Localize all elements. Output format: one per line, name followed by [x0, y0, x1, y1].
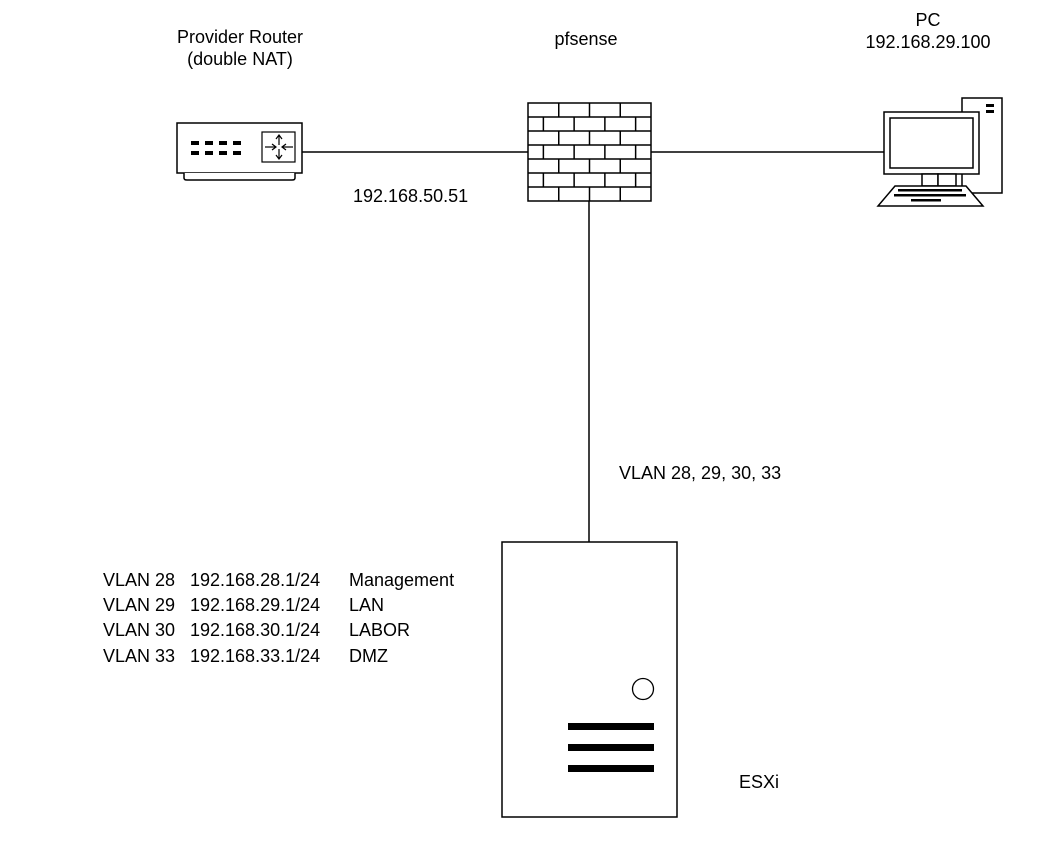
vlan-subnet: 192.168.33.1/24: [190, 646, 321, 666]
router-label-line1: Provider Router: [176, 27, 304, 47]
vlan-name: LABOR: [349, 620, 411, 640]
vlan-id: VLAN 29: [103, 595, 176, 615]
pc-ip-label: 192.168.29.100: [865, 32, 991, 52]
pc-label: PC 192.168.29.100: [848, 9, 1008, 53]
vlan-subnet: 192.168.28.1/24: [190, 570, 321, 590]
vlan-name: DMZ: [349, 646, 388, 666]
vlan-subnet: 192.168.30.1/24: [190, 620, 321, 640]
router-label-line2: (double NAT): [187, 49, 293, 69]
router-icon: [176, 122, 303, 181]
server-label: ESXi: [739, 772, 780, 792]
server-icon: [501, 541, 678, 818]
wan-ip-label: 192.168.50.51: [353, 186, 469, 206]
router-label: Provider Router (double NAT): [160, 26, 320, 70]
power-button-icon: [631, 677, 655, 701]
vlan-name: Management: [349, 570, 455, 590]
pc-label-line1: PC: [915, 10, 941, 30]
vlan-subnet: 192.168.29.1/24: [190, 595, 321, 615]
trunk-vlan-label: VLAN 28, 29, 30, 33: [619, 463, 782, 483]
computer-icon: [876, 97, 1003, 207]
vlan-id: VLAN 28: [103, 570, 176, 590]
firewall-label: pfsense: [554, 29, 618, 49]
vlan-name: LAN: [349, 595, 385, 615]
vlan-id: VLAN 33: [103, 646, 176, 666]
firewall-icon: [527, 102, 652, 202]
vlan-id: VLAN 30: [103, 620, 176, 640]
